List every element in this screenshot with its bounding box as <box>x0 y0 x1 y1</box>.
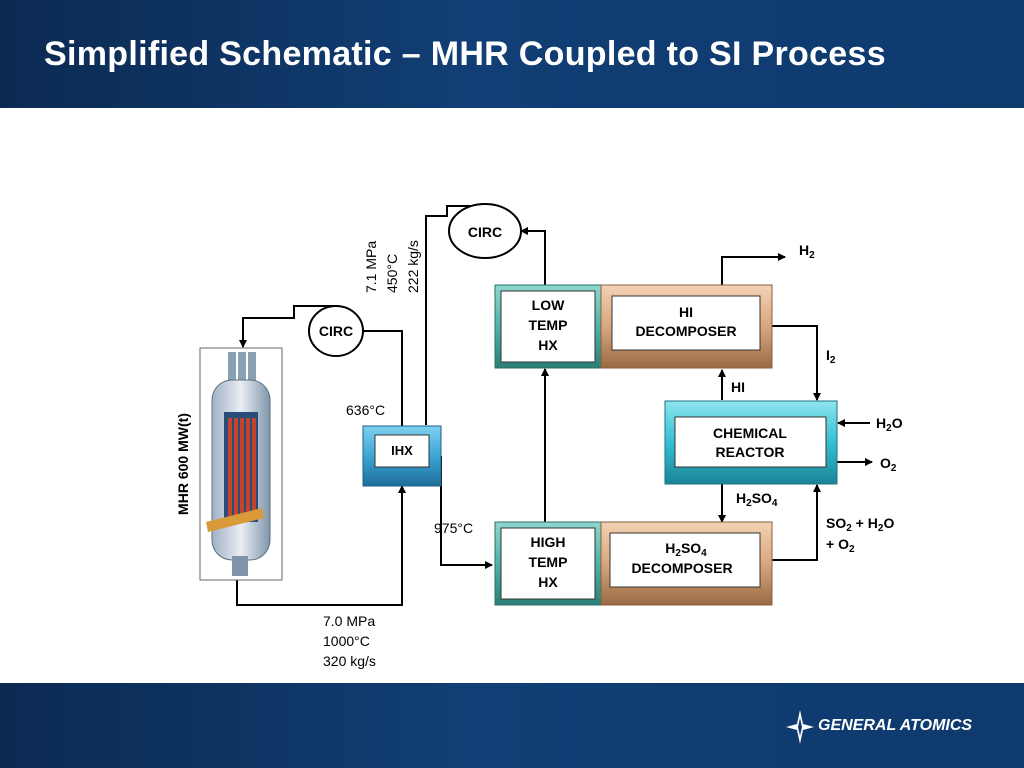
chemical-reactor-label-2: REACTOR <box>716 444 785 460</box>
primary-circulator <box>308 305 364 357</box>
page-title: Simplified Schematic – MHR Coupled to SI… <box>44 35 886 73</box>
so2-h2o-stream-label: SO2 + H2O <box>826 515 894 534</box>
reactor-vessel <box>199 347 283 581</box>
hi-decomposer-label-1: HI <box>679 304 693 320</box>
high-temp-hx-box <box>494 521 602 606</box>
chemical-reactor-box <box>664 400 838 485</box>
h2so4-stream-label: H2SO4 <box>736 490 778 509</box>
ihx-label: IHX <box>391 443 413 458</box>
upper-flow-label: 222 kg/s <box>405 240 421 293</box>
h2so4-decomposer-box <box>600 521 773 606</box>
h2-product-label: H2 <box>799 242 815 261</box>
h2so4-decomposer-label-2: DECOMPOSER <box>631 560 732 576</box>
secondary-circ-label: CIRC <box>468 224 502 240</box>
high-temp-hx-label-2: TEMP <box>529 554 568 570</box>
lower-flow-label: 320 kg/s <box>323 653 376 669</box>
compass-star-icon <box>786 710 814 744</box>
primary-circ-label: CIRC <box>319 323 353 339</box>
title-banner: Simplified Schematic – MHR Coupled to SI… <box>0 0 1024 108</box>
upper-pressure-label: 7.1 MPa <box>363 241 379 293</box>
lower-temperature-label: 1000°C <box>323 633 370 649</box>
h2o-feed-label: H2O <box>876 415 903 434</box>
high-temp-hx-label-3: HX <box>538 574 558 590</box>
i2-stream-label: I2 <box>826 347 836 366</box>
low-temp-hx-label-1: LOW <box>532 297 565 313</box>
low-temp-hx-label-2: TEMP <box>529 317 568 333</box>
secondary-circulator <box>448 203 522 259</box>
high-temp-hx-label-1: HIGH <box>531 534 566 550</box>
flow-lines <box>236 205 873 606</box>
low-temp-hx-label-3: HX <box>538 337 558 353</box>
logo-wordmark: GENERAL ATOMICS <box>818 717 973 734</box>
lower-pressure-label: 7.0 MPa <box>323 613 375 629</box>
general-atomics-logo: GENERAL ATOMICS <box>786 710 986 744</box>
o2-product-label: O2 <box>880 455 897 474</box>
hi-stream-label: HI <box>731 379 745 395</box>
temp-636-label: 636°C <box>346 402 385 418</box>
o2-stream-label: + O2 <box>826 536 855 555</box>
hi-decomposer-box <box>600 284 773 369</box>
reactor-power-label: MHR 600 MW(t) <box>175 413 191 515</box>
hi-decomposer-label-2: DECOMPOSER <box>635 323 736 339</box>
temp-975-label: 975°C <box>434 520 473 536</box>
upper-temperature-label: 450°C <box>384 254 400 293</box>
chemical-reactor-label-1: CHEMICAL <box>713 425 787 441</box>
footer-banner <box>0 683 1024 768</box>
ihx-box <box>362 425 442 487</box>
